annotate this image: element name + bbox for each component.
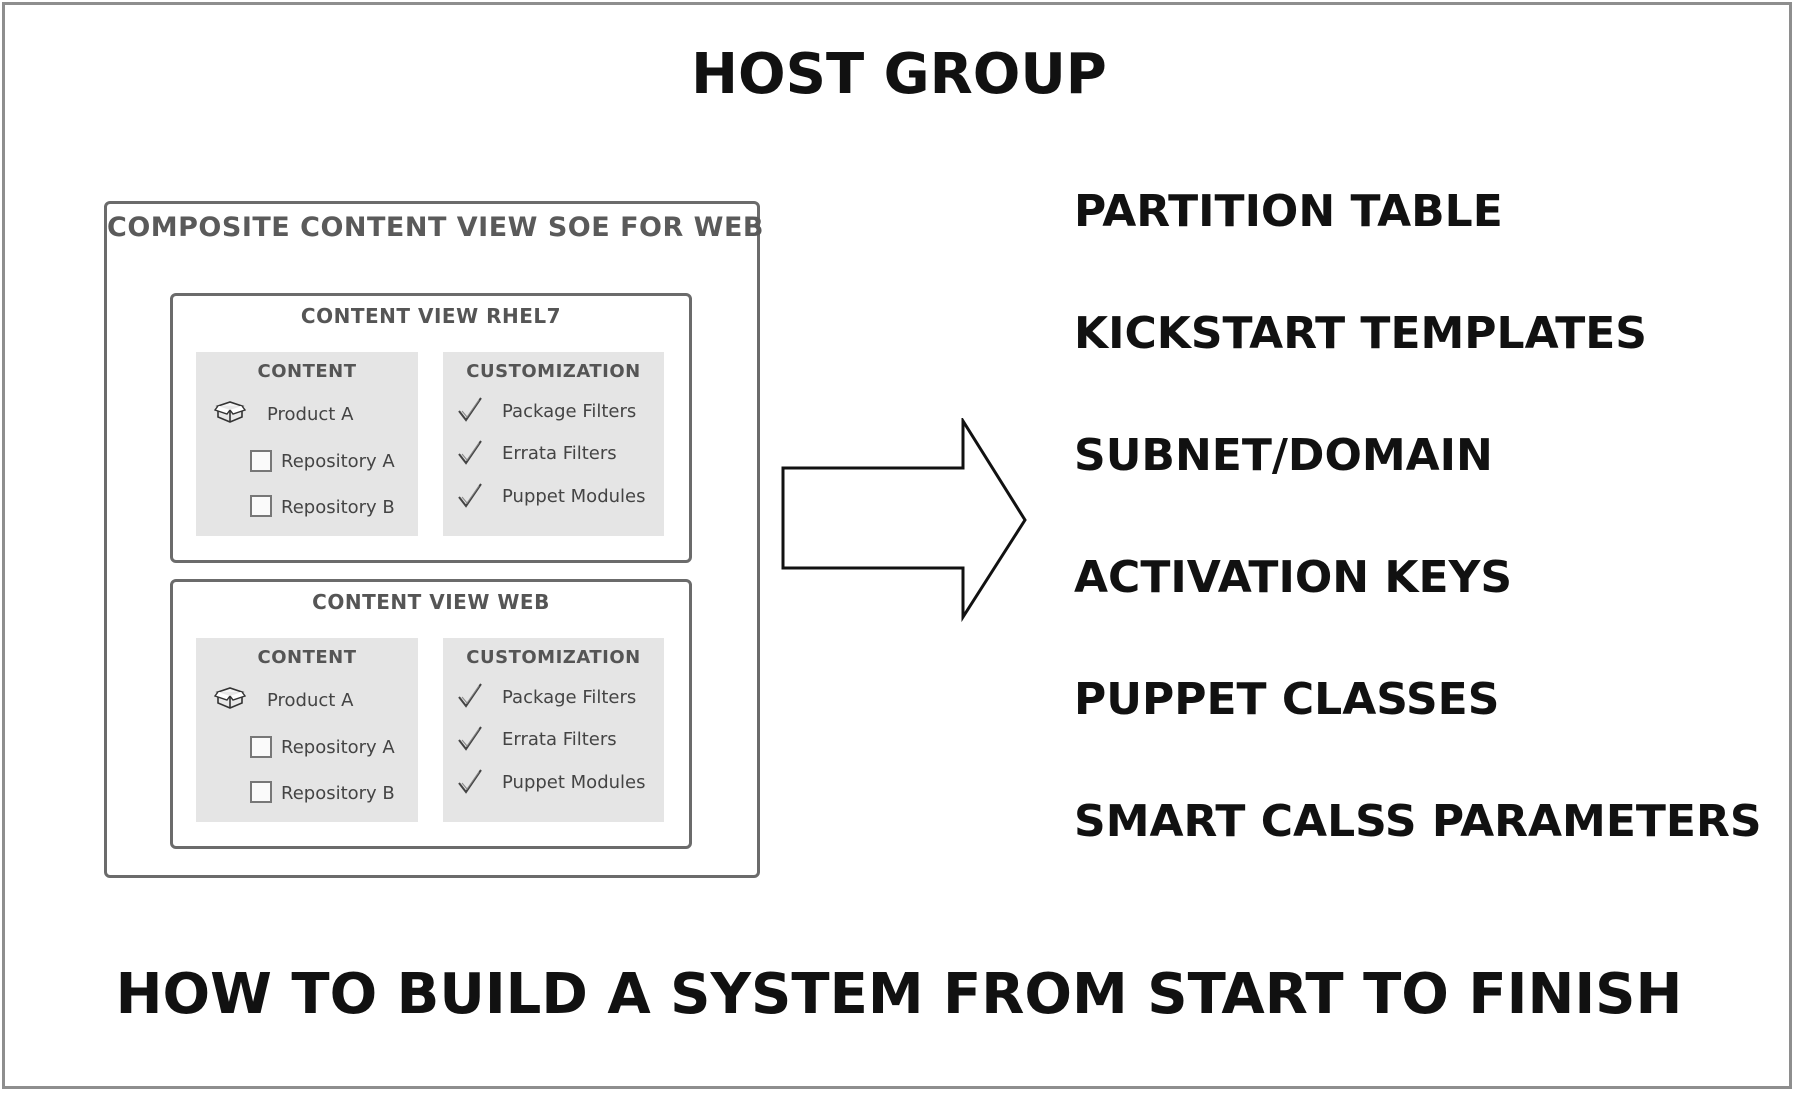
customization-item: Puppet Modules [502, 772, 646, 793]
repository-square-icon [250, 495, 272, 517]
repository-label: Repository A [281, 737, 395, 758]
composite-content-view-title: COMPOSITE CONTENT VIEW SOE FOR WEB [107, 212, 764, 243]
content-view-title: CONTENT VIEW WEB [312, 590, 550, 614]
repository-label: Repository B [281, 497, 395, 518]
customization-panel: CUSTOMIZATION Package Filters Errata Fil… [443, 352, 664, 536]
host-group-item-kickstart-templates: KICKSTART TEMPLATES [1074, 308, 1647, 359]
checkmark-icon [458, 397, 482, 422]
content-view-rhel7: CONTENT VIEW RHEL7 CONTENT Product A Rep… [170, 293, 692, 563]
checkmark-icon [458, 726, 482, 751]
repository-label: Repository B [281, 783, 395, 804]
composite-content-view: COMPOSITE CONTENT VIEW SOE FOR WEB CONTE… [104, 201, 764, 878]
host-group-item-subnet-domain: SUBNET/DOMAIN [1074, 430, 1493, 481]
content-heading: CONTENT [257, 361, 357, 382]
host-group-item-smart-class-parameters: SMART CALSS PARAMETERS [1074, 796, 1762, 847]
checkmark-icon [458, 683, 482, 708]
host-group-item-puppet-classes: PUPPET CLASSES [1074, 674, 1500, 725]
content-panel: CONTENT Product A Repository A Repositor… [196, 638, 418, 822]
content-view-title: CONTENT VIEW RHEL7 [300, 304, 562, 328]
customization-heading: CUSTOMIZATION [466, 647, 641, 668]
checkmark-icon [458, 769, 482, 794]
repository-label: Repository A [281, 451, 395, 472]
customization-item: Puppet Modules [502, 486, 646, 507]
repository-square-icon [250, 450, 272, 472]
customization-item: Package Filters [502, 687, 637, 708]
footer-title: HOW TO BUILD A SYSTEM FROM START TO FINI… [115, 962, 1683, 1027]
content-view-web: CONTENT VIEW WEB CONTENT Product A Repos… [170, 579, 692, 849]
customization-item: Errata Filters [502, 729, 617, 750]
right-arrow-icon [781, 418, 1027, 622]
host-group-item-activation-keys: ACTIVATION KEYS [1074, 552, 1513, 603]
page-title: HOST GROUP [691, 42, 1107, 107]
product-label: Product A [267, 690, 354, 711]
product-label: Product A [267, 404, 354, 425]
repository-square-icon [250, 781, 272, 803]
package-box-icon [214, 401, 246, 423]
customization-item: Package Filters [502, 401, 637, 422]
customization-item: Errata Filters [502, 443, 617, 464]
content-panel: CONTENT Product A Repository A Repositor… [196, 352, 418, 536]
checkmark-icon [458, 483, 482, 508]
content-heading: CONTENT [257, 647, 357, 668]
package-box-icon [214, 687, 246, 709]
customization-panel: CUSTOMIZATION Package Filters Errata Fil… [443, 638, 664, 822]
customization-heading: CUSTOMIZATION [466, 361, 641, 382]
host-group-item-partition-table: PARTITION TABLE [1074, 186, 1503, 237]
repository-square-icon [250, 736, 272, 758]
checkmark-icon [458, 440, 482, 465]
